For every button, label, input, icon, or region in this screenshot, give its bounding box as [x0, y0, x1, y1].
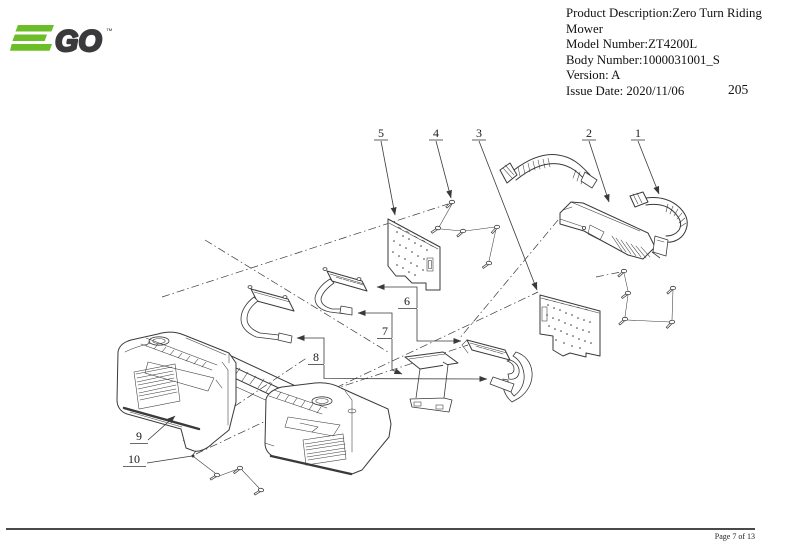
part-7-bracket-left — [314, 278, 353, 316]
svg-text:10: 10 — [128, 452, 140, 466]
callout-9: 9 — [130, 415, 176, 444]
screw-cluster-right — [617, 268, 677, 329]
callout-8: 8 — [296, 335, 488, 382]
callout-6: 6 — [376, 284, 462, 344]
right-vent-grille — [304, 437, 347, 461]
svg-text:5: 5 — [378, 126, 384, 140]
svg-text:1: 1 — [635, 126, 641, 140]
trademark-symbol: ™ — [106, 28, 113, 35]
mount-plate-right — [539, 294, 601, 358]
part-7-bracket-right — [404, 351, 459, 413]
model-number: Model Number:ZT4200L — [566, 37, 698, 52]
svg-text:2: 2 — [586, 126, 592, 140]
ego-logo: GO ™ — [10, 25, 113, 55]
part-2-lever-assembly — [559, 201, 656, 260]
part-9-body-assembly — [116, 331, 392, 476]
svg-text:6: 6 — [404, 294, 410, 308]
catalog-page-number: 205 — [728, 82, 749, 97]
svg-text:7: 7 — [382, 324, 388, 338]
version: Version: A — [566, 68, 621, 83]
callouts: 1 2 3 4 5 — [123, 126, 660, 467]
callout-10: 10 — [123, 452, 193, 467]
callout-2: 2 — [582, 126, 610, 203]
callout-4: 4 — [429, 126, 452, 199]
part-5-mount-plate-left — [387, 218, 441, 291]
ego-logo-e-bars — [10, 25, 54, 51]
callout-1: 1 — [631, 126, 660, 195]
issue-date: Issue Date: 2020/11/06 — [566, 83, 685, 98]
plate-holes — [392, 231, 428, 276]
ego-logo-go-text: GO — [55, 25, 102, 55]
product-description: Product Description:Zero Turn Riding Mow… — [566, 6, 762, 36]
part-1-wire-harness — [629, 191, 688, 259]
callout-5: 5 — [374, 126, 397, 216]
part-6-bracket-right — [461, 339, 520, 380]
screw-cluster-4 — [430, 199, 501, 270]
svg-text:9: 9 — [136, 429, 142, 443]
exploded-parts-diagram: 1 2 3 4 5 — [116, 126, 688, 497]
part-6-bracket-left — [322, 267, 368, 292]
plate-holes — [546, 304, 592, 349]
product-info-block: Product Description:Zero Turn Riding Mow… — [566, 6, 794, 100]
footer-rule — [6, 528, 755, 530]
callout-7: 7 — [357, 310, 403, 375]
left-vent-grille — [135, 366, 178, 401]
svg-text:4: 4 — [433, 126, 439, 140]
callout-3: 3 — [472, 126, 538, 291]
svg-text:3: 3 — [476, 126, 482, 140]
screw-cluster-10 — [191, 454, 265, 497]
part-3-wire-harness — [499, 154, 598, 189]
part-8-panel-right — [489, 351, 533, 403]
footer-page-label: Page 7 of 13 — [714, 532, 755, 541]
right-fender — [264, 382, 392, 476]
svg-text:8: 8 — [313, 350, 319, 364]
part-8-bracket-left — [240, 285, 295, 344]
lever-grip-ribs — [611, 235, 651, 259]
left-fender — [116, 331, 237, 452]
body-number: Body Number:1000031001_S — [566, 52, 720, 67]
